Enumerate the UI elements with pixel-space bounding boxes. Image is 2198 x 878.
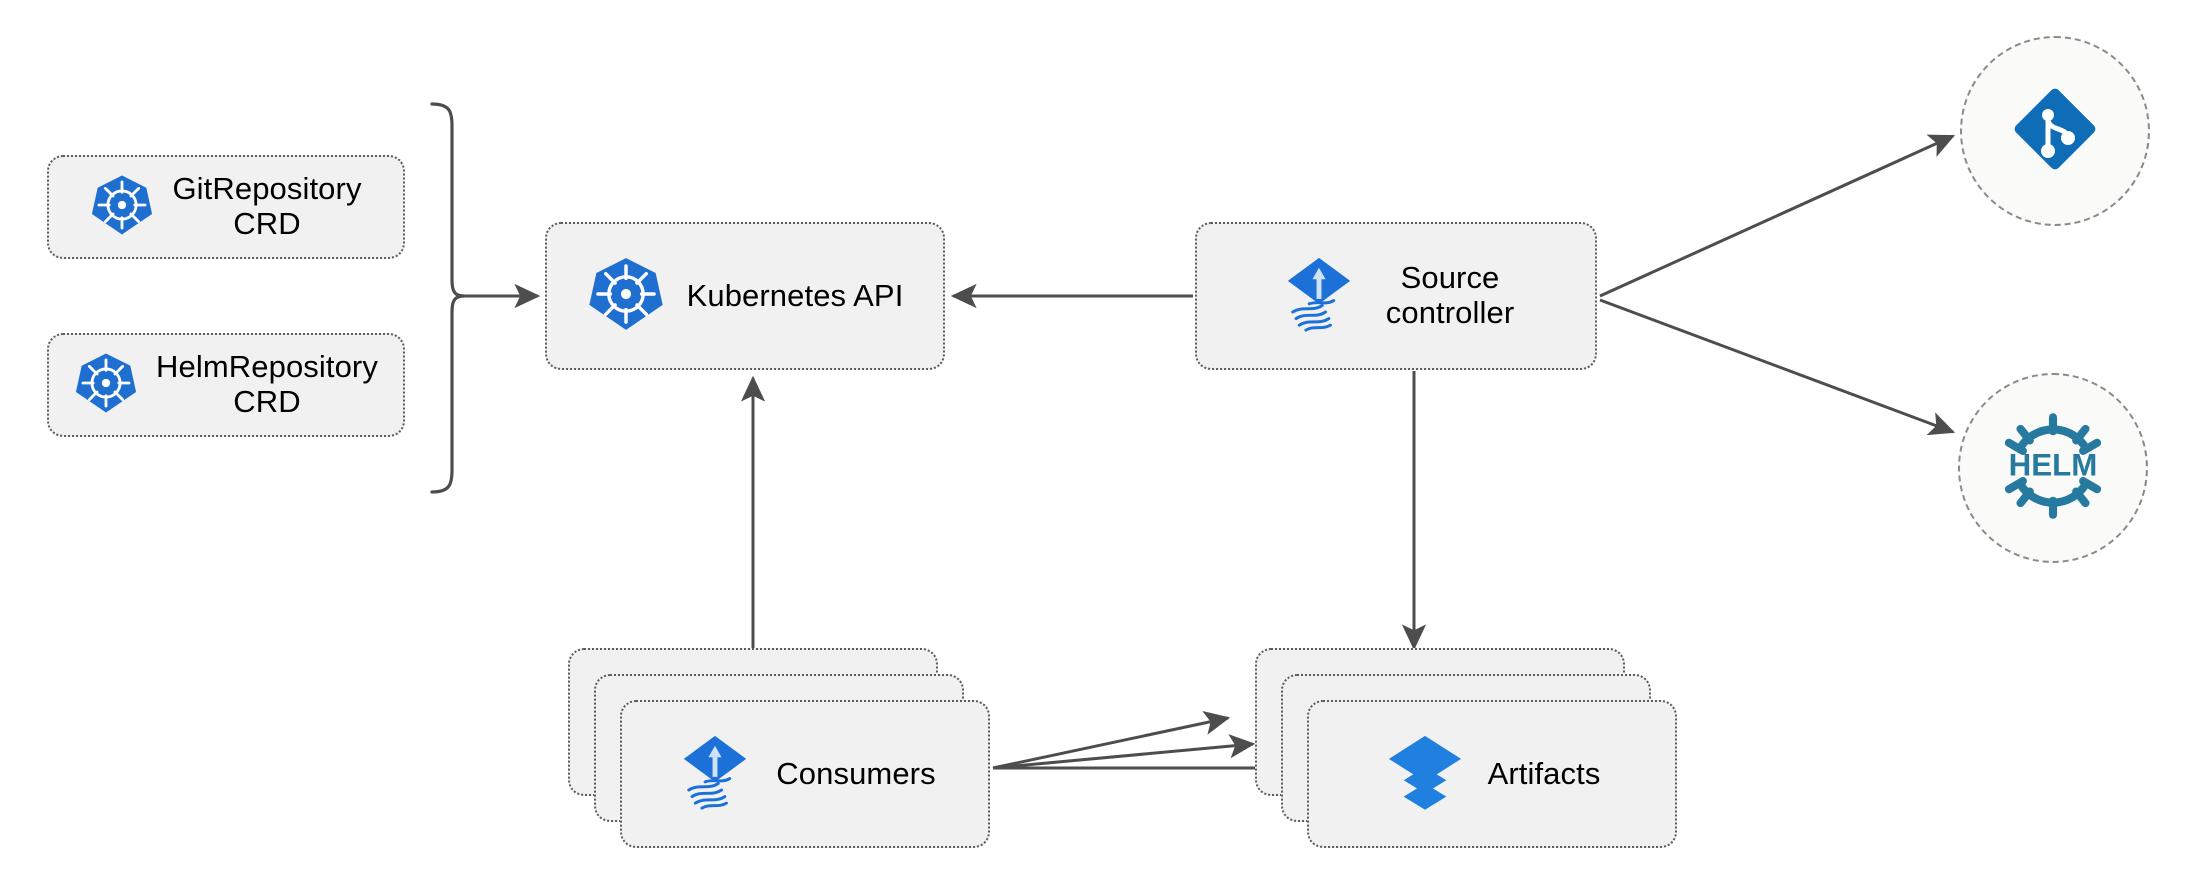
node-consumers[interactable]: Consumers [620,700,990,848]
node-consumers-stack[interactable]: Consumers [568,648,990,848]
edge-source-controller-to-git-provider [1599,134,1956,298]
git-icon [2005,79,2105,184]
node-label: Kubernetes API [686,277,904,313]
node-source-controller[interactable]: Source controller [1195,222,1597,370]
node-label: GitRepository CRD [172,171,362,241]
node-kubernetes-api[interactable]: Kubernetes API [545,222,945,370]
node-artifacts-stack[interactable]: Artifacts [1255,648,1677,848]
node-label: Artifacts [1487,755,1601,791]
node-git-repository-crd[interactable]: GitRepository CRD [47,155,405,259]
kubernetes-icon [74,351,138,420]
flux-icon [674,731,756,818]
edge-consumers-to-artifacts-2 [992,734,1256,770]
crd-group-bracket [430,102,465,494]
flux-icon [1278,253,1360,340]
node-helm-provider[interactable]: HELM [1958,373,2148,563]
layers-icon [1384,731,1466,818]
kubernetes-icon [90,173,154,242]
node-git-provider[interactable] [1960,36,2150,226]
node-helm-repository-crd[interactable]: HelmRepository CRD [47,333,405,437]
node-artifacts[interactable]: Artifacts [1307,700,1677,848]
helm-wordmark: HELM [2009,447,2098,482]
edge-consumers-to-artifacts-1 [992,711,1231,770]
helm-icon: HELM [1995,408,2111,529]
node-label: HelmRepository CRD [156,349,378,419]
node-label: Consumers [776,755,936,791]
kubernetes-icon [587,255,665,338]
edge-source-controller-to-helm-provider [1599,298,1956,436]
node-label: Source controller [1385,260,1515,330]
